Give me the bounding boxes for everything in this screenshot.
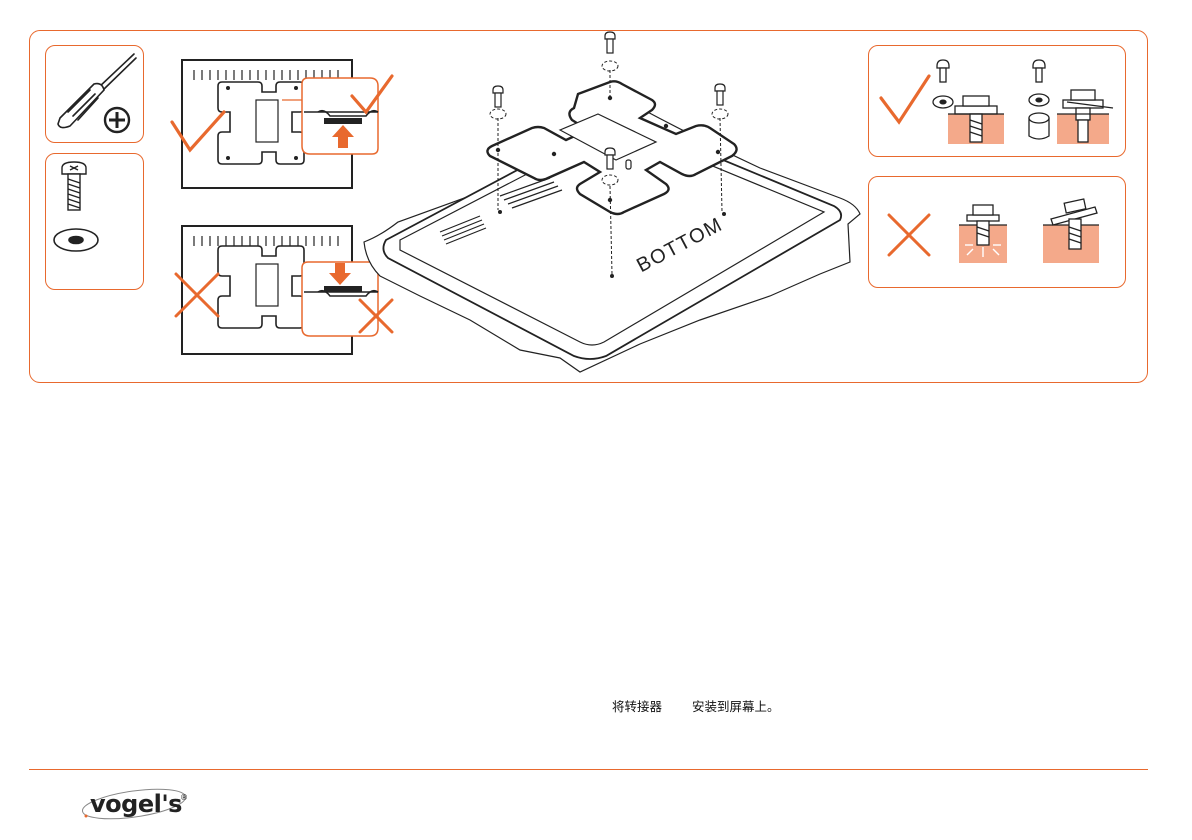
footer-divider xyxy=(29,769,1148,770)
registered-mark: ® xyxy=(180,793,188,802)
tv-with-adapter: BOTTOM xyxy=(364,32,860,372)
tv-back-correct xyxy=(172,60,392,188)
checkmark-icon xyxy=(881,76,929,122)
logo-text: vogel's xyxy=(90,790,182,818)
cross-icon xyxy=(889,215,929,255)
caption-part-1: 将转接器 xyxy=(612,696,662,715)
caption-part-2: 安装到屏幕上。 xyxy=(692,696,780,715)
vogels-logo: vogel's ® xyxy=(76,782,196,828)
instruction-caption: 将转接器 安装到屏幕上。 xyxy=(612,696,780,716)
tv-back-incorrect xyxy=(176,226,392,354)
correct-screw-box xyxy=(868,45,1126,157)
incorrect-screw-box xyxy=(868,176,1126,288)
